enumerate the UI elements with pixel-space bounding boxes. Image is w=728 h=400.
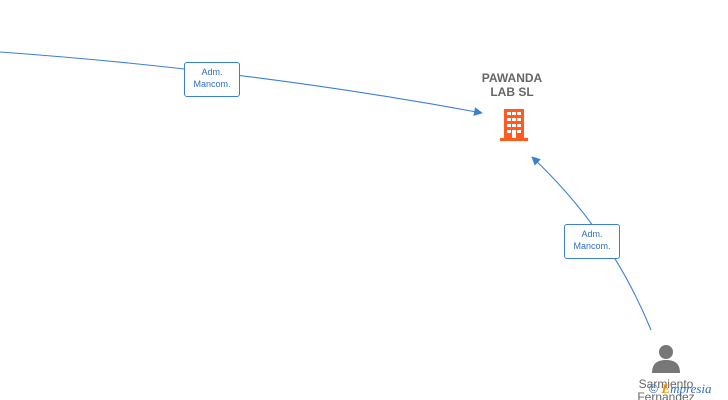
empresia-watermark: © Empresia	[649, 380, 712, 398]
company-name-line2: LAB SL	[490, 85, 534, 99]
edge-label-top[interactable]: Adm. Mancom.	[184, 62, 240, 97]
edge-label-role-detail: Mancom.	[193, 79, 231, 89]
person-icon[interactable]	[650, 343, 682, 375]
copyright-symbol: ©	[649, 382, 658, 396]
edge-label-role-detail: Mancom.	[573, 241, 611, 251]
edge-label-bottom[interactable]: Adm. Mancom.	[564, 224, 620, 259]
building-icon[interactable]	[499, 108, 529, 142]
edge-line-top	[0, 51, 483, 116]
company-name[interactable]: PAWANDA LAB SL	[472, 71, 552, 99]
brand-initial: E	[661, 381, 671, 396]
company-name-line1: PAWANDA	[481, 71, 543, 85]
edge-label-role: Adm.	[581, 229, 603, 239]
person-name-line1: Sarmiento	[638, 377, 694, 391]
edge-label-role: Adm.	[201, 67, 223, 77]
person-name[interactable]: Sarmiento Fernandez	[618, 378, 714, 400]
brand-name: mpresia	[670, 381, 712, 396]
person-name-line2: Fernandez	[637, 390, 695, 400]
